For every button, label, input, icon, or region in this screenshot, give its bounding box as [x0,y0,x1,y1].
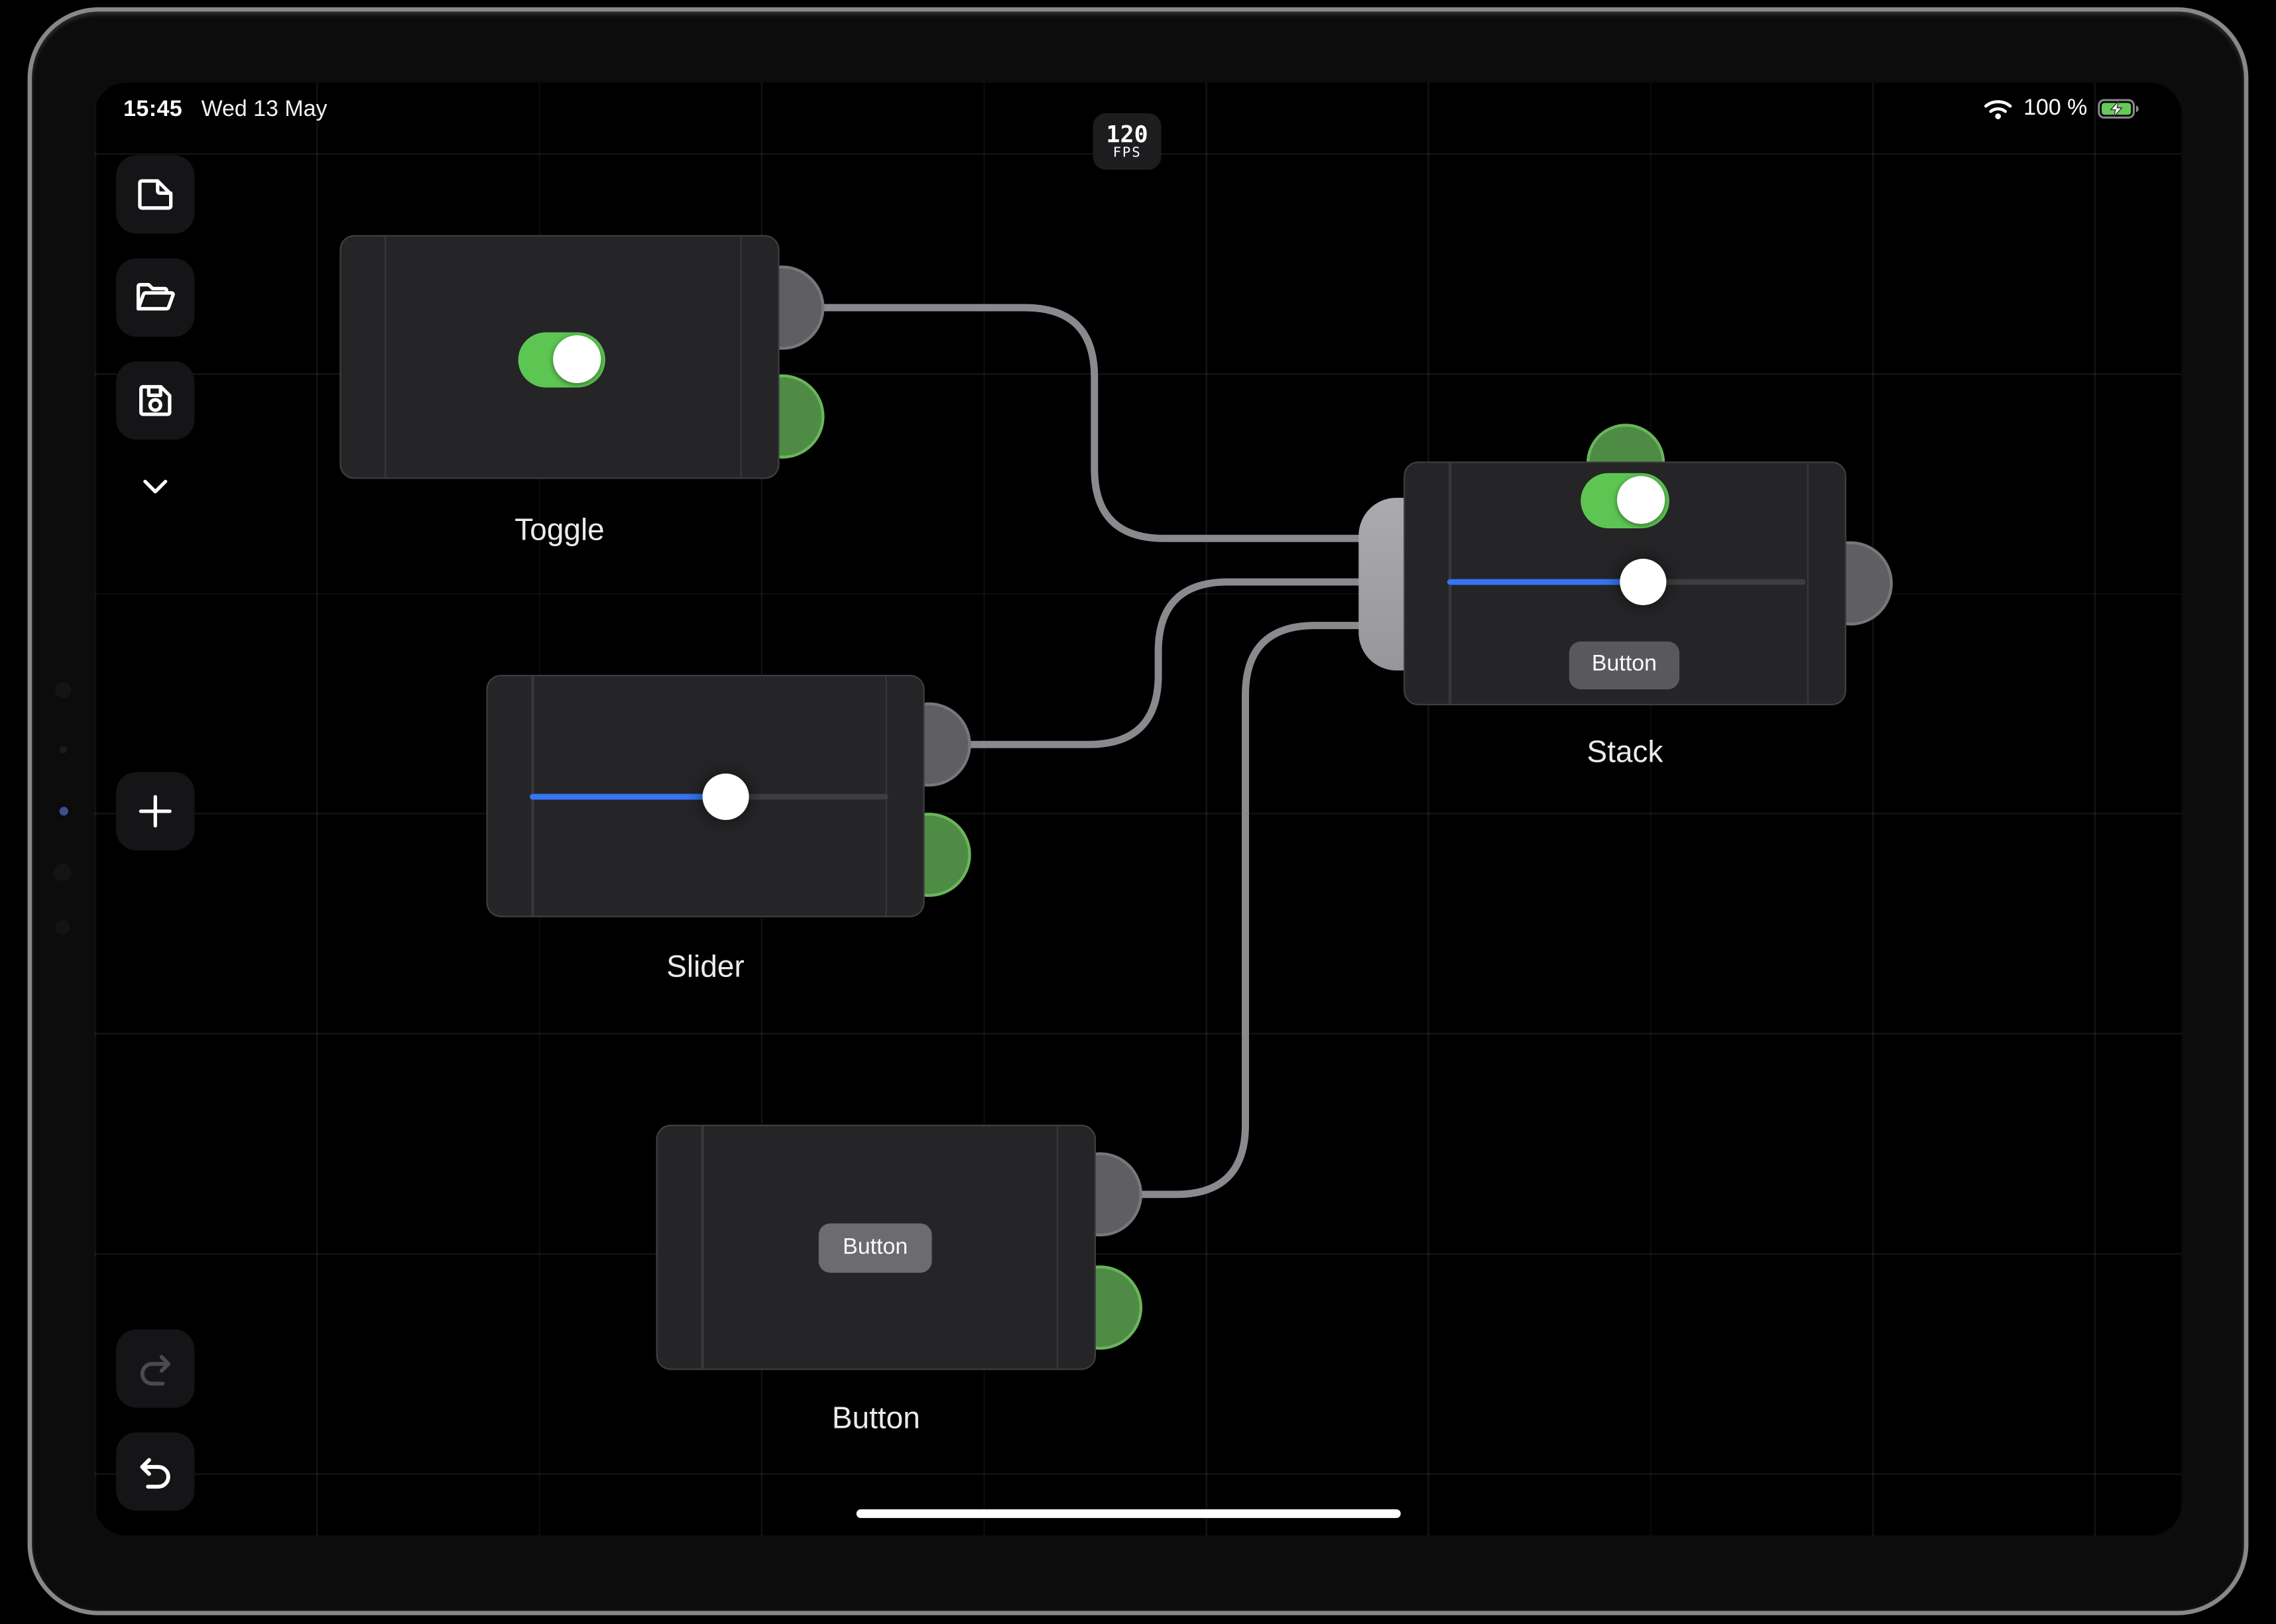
slider-knob[interactable] [701,772,749,819]
sensor-dot [54,863,72,881]
undo-button[interactable] [116,1432,195,1511]
home-indicator[interactable] [856,1509,1401,1518]
wire-toggle-to-stack[interactable] [782,304,1390,542]
chevron-down-icon [137,467,174,505]
toggle-knob [1616,476,1665,525]
ui-button-label: Button [1591,652,1657,677]
floppy-disk-icon [132,377,178,424]
stack-toggle-switch-on[interactable] [1581,473,1669,528]
node-left-rail [701,1126,703,1369]
open-file-button[interactable] [116,258,195,337]
plus-icon [132,788,178,835]
redo-button[interactable] [116,1329,195,1408]
slider-fill [530,793,726,799]
redo-arrow-icon [132,1346,178,1392]
ui-button[interactable]: Button [818,1223,932,1273]
fps-value: 120 [1106,120,1148,148]
toggle-switch-on[interactable] [518,331,605,387]
stack-ui-button[interactable]: Button [1569,640,1680,689]
node-right-rail [739,236,742,478]
node-left-rail [384,236,387,478]
node-editor-canvas[interactable]: 15:45 Wed 13 May 100 % [94,82,2182,1536]
status-bar-left: 15:45 Wed 13 May [123,97,327,123]
front-camera [55,802,72,819]
node-label-slider: Slider [666,951,745,984]
save-file-button[interactable] [116,361,195,440]
collapse-toolbar-button[interactable] [137,467,174,505]
wire-layer [782,304,1390,1198]
ui-button-label: Button [843,1235,908,1260]
node-right-rail [1806,463,1809,704]
slider-fill [1447,579,1644,586]
sensor-dot [55,920,70,935]
wire-button-to-stack[interactable] [1099,622,1390,1198]
status-date: Wed 13 May [201,97,328,122]
add-node-button[interactable] [116,772,195,850]
folder-open-icon [132,274,178,321]
node-label-button: Button [831,1401,920,1436]
battery-percent: 100 % [2023,95,2088,121]
wire-slider-to-stack[interactable] [930,578,1390,748]
fps-unit: FPS [1112,145,1142,162]
status-time: 15:45 [123,97,183,122]
undo-arrow-icon [132,1448,178,1495]
fps-badge: 120 FPS [1093,113,1162,170]
stack-slider-knob[interactable] [1620,559,1667,606]
node-right-rail [1055,1126,1059,1369]
status-bar-right: 100 % [1983,96,2141,122]
wifi-icon [1983,97,2013,121]
mic-dot [59,746,67,754]
document-icon [132,171,178,217]
node-button[interactable] [656,1124,1096,1370]
node-label-toggle: Toggle [514,514,605,548]
sensor-dot [55,682,72,699]
battery-charging-icon [2098,99,2141,119]
node-label-stack: Stack [1587,736,1663,770]
toggle-knob [553,335,601,384]
new-file-button[interactable] [116,155,195,234]
